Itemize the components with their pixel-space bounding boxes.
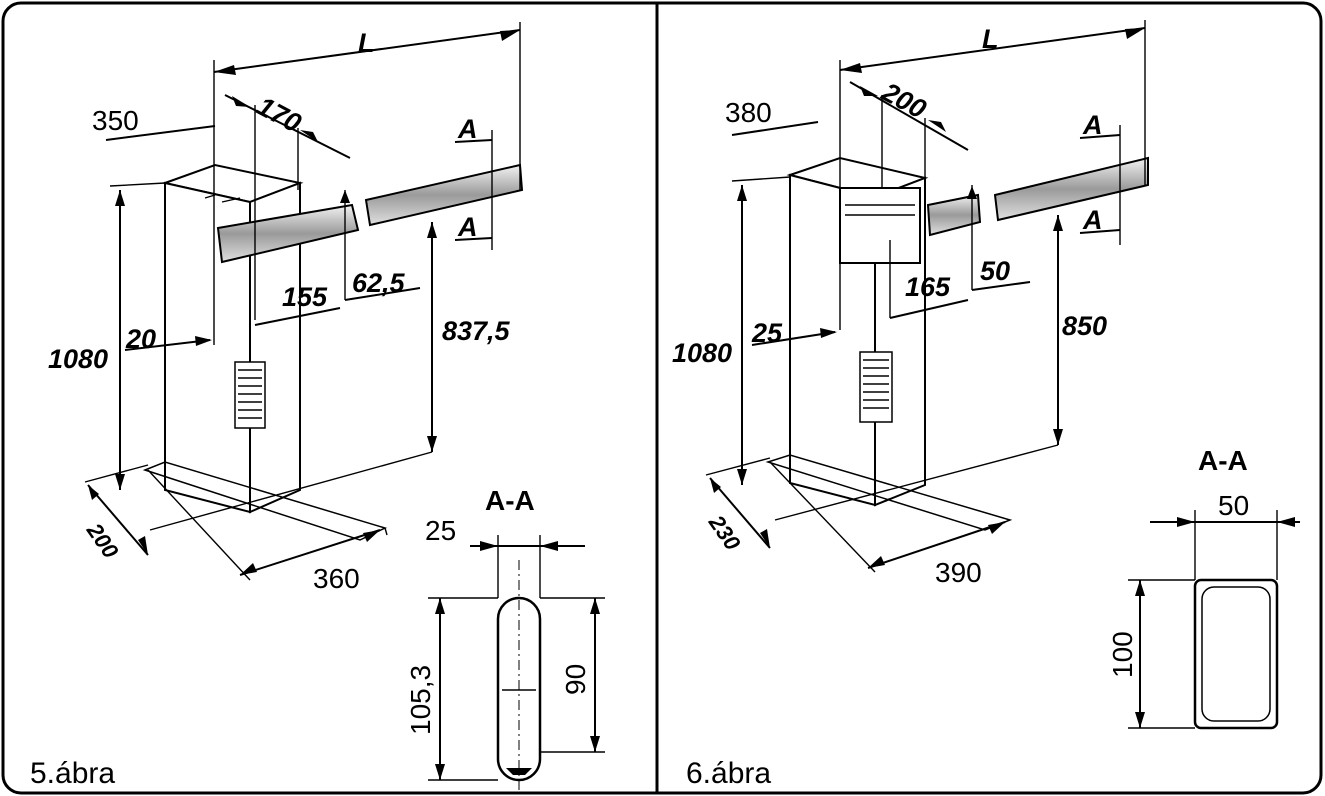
barrier-cabinet-5 [142, 163, 388, 541]
dimension-lines-6 [705, 20, 1146, 573]
section-mark-bottom-6: A [1082, 205, 1103, 235]
dim-section-height-5: 105,3 [405, 665, 436, 735]
dim-arm-gap-6: 50 [980, 256, 1010, 286]
section-title-6: A-A [1198, 445, 1248, 476]
boom-arm-6 [926, 156, 1149, 237]
dimension-lines-5 [84, 22, 521, 581]
dim-width-top-6: 380 [725, 97, 772, 128]
dim-base-depth-5: 200 [81, 518, 124, 564]
dim-section-width-6: 50 [1218, 490, 1249, 521]
barrier-cabinet-6 [765, 156, 1013, 531]
dim-section-height-6: 100 [1107, 631, 1138, 678]
dim-height-total-6: 1080 [672, 338, 732, 368]
dim-edge-offset-6: 25 [751, 318, 783, 348]
section-view-6 [1128, 510, 1300, 730]
dim-edge-offset-5: 20 [125, 324, 156, 354]
dim-section-width-5: 25 [425, 515, 456, 546]
dim-arm-height-5: 837,5 [442, 316, 511, 346]
vent-grille-6 [859, 351, 893, 423]
section-mark-top-6: A [1082, 110, 1103, 140]
section-mark-top-5: A [457, 114, 478, 144]
dim-base-width-6: 390 [935, 557, 982, 588]
figure-caption-5: 5.ábra [30, 757, 115, 790]
figure-5: L 350 170 A A 1080 20 155 62,5 837,5 200… [30, 22, 605, 790]
dim-arm-gap-5: 62,5 [352, 268, 406, 298]
vent-grille-5 [234, 361, 266, 429]
section-view-5 [428, 535, 605, 790]
dim-base-depth-6: 230 [703, 510, 746, 556]
section-mark-bottom-5: A [457, 212, 478, 242]
dim-section-inner-5: 90 [560, 664, 591, 695]
dim-L-5: L [358, 28, 375, 58]
dim-arm-axis-5: 155 [282, 282, 328, 312]
dim-base-width-5: 360 [313, 563, 360, 594]
dim-height-total-5: 1080 [48, 344, 108, 374]
dim-arm-height-6: 850 [1062, 311, 1107, 341]
section-title-5: A-A [485, 485, 535, 516]
figure-6: L 380 200 A A 1080 25 165 50 850 230 390… [672, 20, 1300, 790]
dim-L-6: L [982, 24, 999, 54]
dim-arm-offset-6: 200 [876, 76, 931, 124]
dim-arm-axis-6: 165 [905, 272, 951, 302]
dim-width-top-5: 350 [92, 105, 139, 136]
boom-arm-5 [216, 163, 524, 264]
figure-caption-6: 6.ábra [686, 757, 771, 790]
